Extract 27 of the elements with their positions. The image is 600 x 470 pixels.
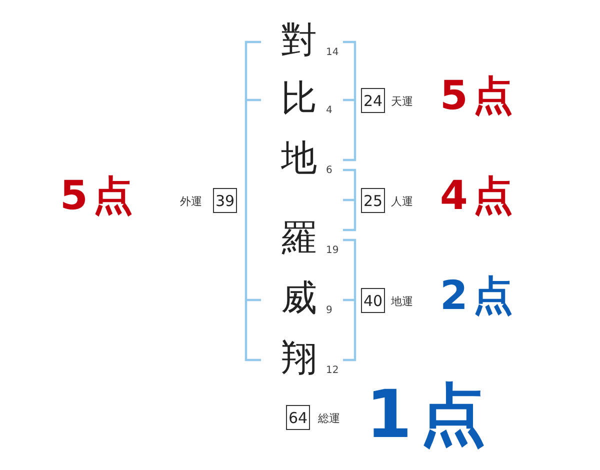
score-text: 5点 [60, 176, 138, 216]
fortune-name: 人運 [391, 196, 413, 207]
number-box: 40 [361, 288, 385, 313]
score-text: 2点 [440, 276, 518, 316]
stroke-count: 6 [326, 166, 332, 176]
fortune-name: 地運 [391, 296, 413, 307]
stroke-count: 14 [326, 48, 339, 58]
number-box: 39 [213, 188, 237, 213]
number-box: 25 [361, 188, 385, 213]
stroke-count: 12 [326, 366, 339, 376]
number-box: 24 [361, 88, 385, 113]
name-character: 翔 [281, 341, 317, 377]
name-character: 羅 [281, 221, 317, 257]
fortune-name: 天運 [391, 96, 413, 107]
fortune-name: 総運 [318, 413, 340, 424]
stroke-count: 9 [326, 306, 332, 316]
stroke-count: 4 [326, 106, 332, 116]
name-character: 地 [281, 141, 317, 177]
fortune-name: 外運 [180, 196, 202, 207]
score-text: 4点 [440, 176, 518, 216]
number-box: 64 [286, 405, 310, 430]
name-character: 威 [281, 281, 317, 317]
score-text: 5点 [440, 76, 518, 116]
name-character: 比 [281, 81, 317, 117]
name-character: 對 [281, 23, 317, 59]
stroke-count: 19 [326, 246, 339, 256]
score-text: 1点 [366, 382, 494, 448]
